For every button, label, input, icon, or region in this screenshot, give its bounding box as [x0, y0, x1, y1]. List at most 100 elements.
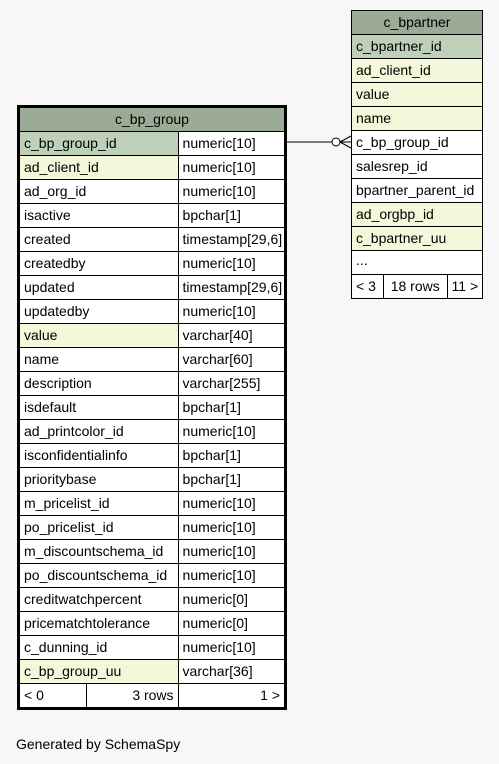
- column-type: varchar[255]: [177, 371, 287, 396]
- table-row[interactable]: ad_orgbp_id: [351, 202, 483, 227]
- row-count: 18 rows: [382, 274, 448, 299]
- table-title[interactable]: c_bp_group: [18, 106, 286, 132]
- column-name[interactable]: created: [18, 227, 179, 252]
- column-type: numeric[10]: [177, 539, 287, 564]
- column-name[interactable]: pricematchtolerance: [18, 611, 179, 636]
- column-type: numeric[10]: [177, 491, 287, 516]
- parents-link[interactable]: < 3: [351, 274, 384, 299]
- column-name[interactable]: ad_client_id: [351, 58, 483, 83]
- parents-link[interactable]: < 0: [18, 683, 87, 709]
- column-name[interactable]: createdby: [18, 251, 179, 276]
- ellipsis-row: ...: [351, 250, 483, 275]
- column-name[interactable]: name: [351, 106, 483, 131]
- column-name[interactable]: m_discountschema_id: [18, 539, 179, 564]
- crowfoot-lower: [339, 141, 352, 149]
- column-name[interactable]: bpartner_parent_id: [351, 178, 483, 203]
- column-name[interactable]: salesrep_id: [351, 154, 483, 179]
- column-name[interactable]: creditwatchpercent: [18, 587, 179, 612]
- column-name[interactable]: ad_orgbp_id: [351, 202, 483, 227]
- column-type: timestamp[29,6]: [177, 275, 287, 300]
- zero-cardinality-circle: [331, 137, 341, 147]
- row-count: 3 rows: [86, 683, 179, 709]
- column-type: numeric[10]: [177, 131, 287, 156]
- table-row[interactable]: c_bpartner_uu: [351, 226, 483, 251]
- column-name[interactable]: ad_printcolor_id: [18, 419, 179, 444]
- column-name[interactable]: c_bp_group_id: [18, 131, 179, 156]
- column-name[interactable]: value: [18, 323, 179, 348]
- table-row[interactable]: c_bpartner_id: [351, 34, 483, 59]
- column-name[interactable]: value: [351, 82, 483, 107]
- column-name[interactable]: po_discountschema_id: [18, 563, 179, 588]
- column-type: numeric[10]: [177, 419, 287, 444]
- column-name[interactable]: prioritybase: [18, 467, 179, 492]
- column-name[interactable]: description: [18, 371, 179, 396]
- column-type: numeric[10]: [177, 563, 287, 588]
- column-name[interactable]: m_pricelist_id: [18, 491, 179, 516]
- column-type: numeric[10]: [177, 179, 287, 204]
- column-name[interactable]: isactive: [18, 203, 179, 228]
- column-type: numeric[10]: [177, 251, 287, 276]
- column-name[interactable]: po_pricelist_id: [18, 515, 179, 540]
- column-name[interactable]: c_dunning_id: [18, 635, 179, 660]
- table-row[interactable]: name: [351, 106, 483, 131]
- table-row[interactable]: ad_client_id: [351, 58, 483, 83]
- table-row[interactable]: salesrep_id: [351, 154, 483, 179]
- children-link[interactable]: 1 >: [177, 683, 287, 709]
- generated-by-label: Generated by SchemaSpy: [16, 736, 181, 752]
- column-type: bpchar[1]: [177, 443, 287, 468]
- column-name[interactable]: ad_org_id: [18, 179, 179, 204]
- column-type: numeric[0]: [177, 611, 287, 636]
- column-name[interactable]: c_bpartner_uu: [351, 226, 483, 251]
- column-name[interactable]: updated: [18, 275, 179, 300]
- table-title[interactable]: c_bpartner: [351, 10, 483, 35]
- table-row[interactable]: bpartner_parent_id: [351, 178, 483, 203]
- column-type: bpchar[1]: [177, 467, 287, 492]
- column-name[interactable]: updatedby: [18, 299, 179, 324]
- column-name[interactable]: isconfidentialinfo: [18, 443, 179, 468]
- column-type: numeric[10]: [177, 299, 287, 324]
- children-link[interactable]: 11 >: [446, 274, 484, 299]
- table-row[interactable]: c_bp_group_id: [351, 130, 483, 155]
- column-type: bpchar[1]: [177, 395, 287, 420]
- column-name[interactable]: ad_client_id: [18, 155, 179, 180]
- column-type: numeric[0]: [177, 587, 287, 612]
- column-type: varchar[60]: [177, 347, 287, 372]
- table-row[interactable]: value: [351, 82, 483, 107]
- column-name[interactable]: c_bp_group_uu: [18, 659, 179, 684]
- column-type: timestamp[29,6]: [177, 227, 287, 252]
- crowfoot-upper: [339, 135, 352, 143]
- column-name[interactable]: name: [18, 347, 179, 372]
- column-name[interactable]: c_bp_group_id: [351, 130, 483, 155]
- more-columns-ellipsis: ...: [351, 250, 483, 275]
- column-name[interactable]: c_bpartner_id: [351, 34, 483, 59]
- column-name[interactable]: isdefault: [18, 395, 179, 420]
- column-type: varchar[40]: [177, 323, 287, 348]
